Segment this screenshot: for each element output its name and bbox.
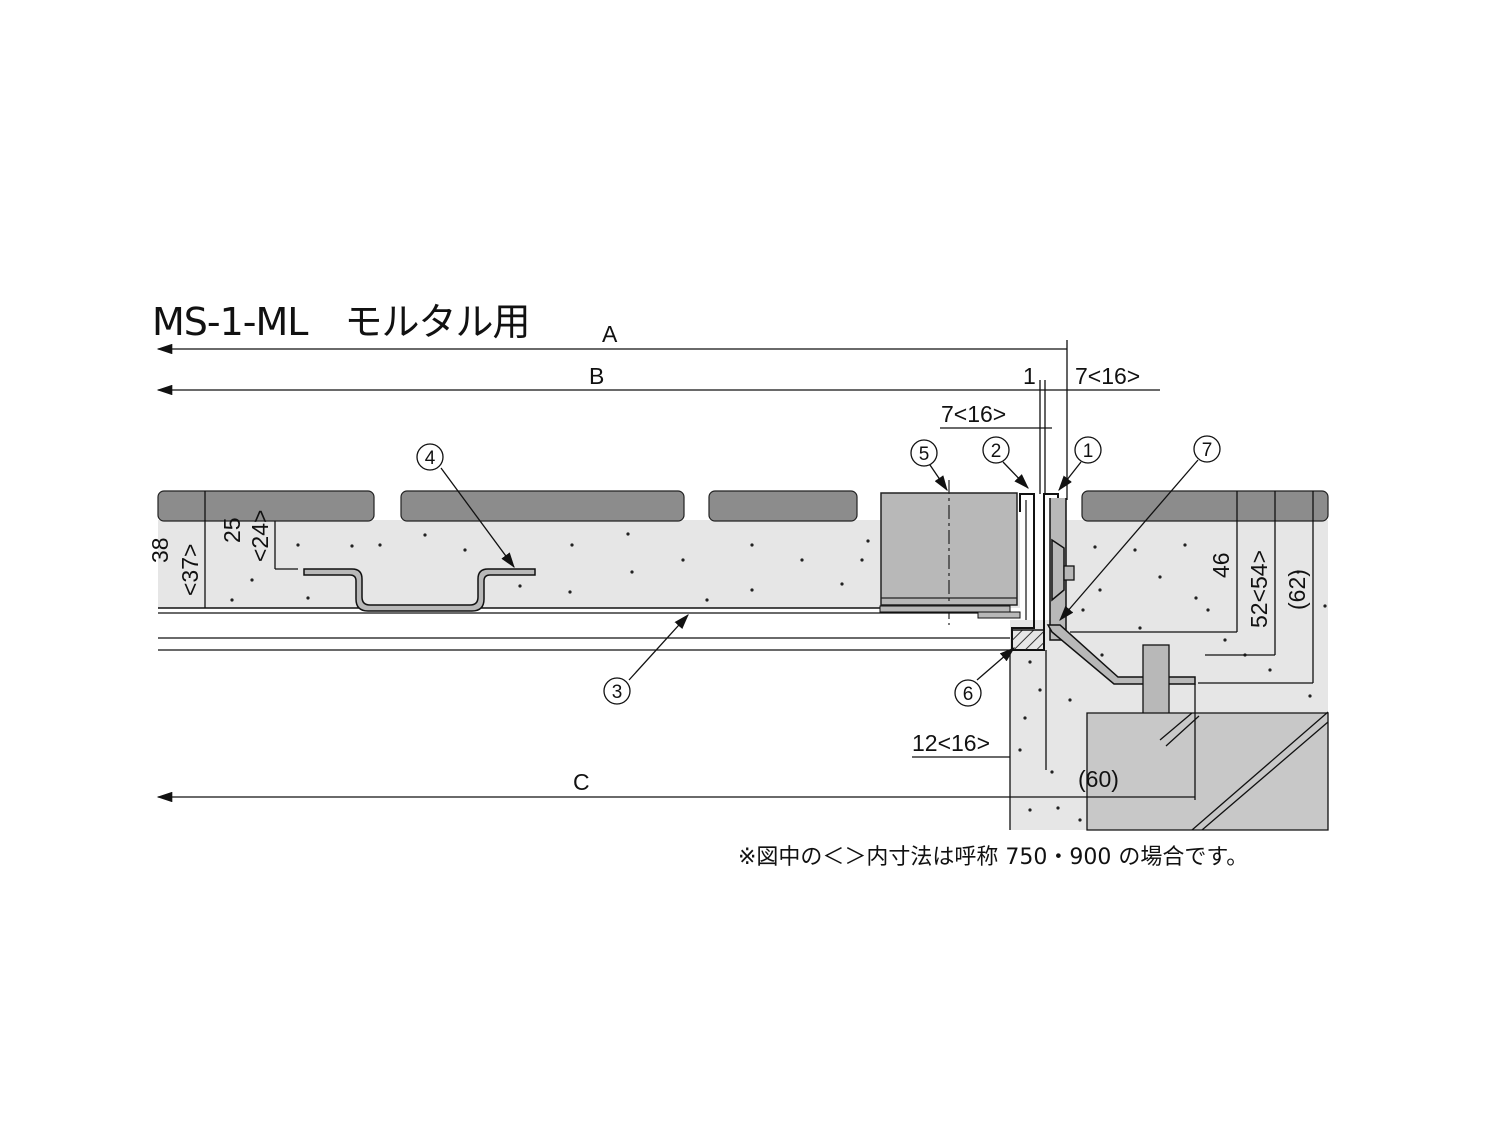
- dim-top-right: 7<16>: [1075, 363, 1140, 389]
- callout-5: 5: [910, 439, 938, 467]
- dim-top-mid: 7<16>: [941, 401, 1006, 427]
- dim-left-38: 38: [147, 537, 173, 563]
- floor-tiles: [157, 490, 1329, 522]
- callout-3: 3: [603, 677, 631, 705]
- callout-4-label: 4: [425, 448, 436, 469]
- base-panel-lines: [158, 605, 1011, 651]
- callout-1: 1: [1074, 436, 1102, 464]
- anchor-strap: [303, 568, 536, 612]
- callout-2-label: 2: [991, 441, 1002, 462]
- callout-1-label: 1: [1083, 441, 1094, 462]
- dim-right-52: 52<54>: [1246, 550, 1272, 628]
- callout-7: 7: [1193, 435, 1221, 463]
- structural-slab: [1086, 711, 1329, 831]
- dim-left-25: 25: [219, 517, 245, 543]
- dimension-lines: [156, 340, 1314, 830]
- support-bracket: [1046, 538, 1196, 685]
- concrete-speckles: [230, 532, 1327, 822]
- callout-6-label: 6: [963, 684, 974, 705]
- callout-2: 2: [982, 436, 1010, 464]
- callout-4: 4: [416, 443, 444, 471]
- callout-3-label: 3: [612, 682, 623, 703]
- dim-label-b: B: [589, 363, 604, 389]
- callout-6: 6: [954, 679, 982, 707]
- callout-7-label: 7: [1202, 440, 1213, 461]
- cover-plate-block: [880, 480, 1018, 625]
- left-mortar-slab: [158, 520, 1020, 609]
- dim-right-62: (62): [1284, 569, 1310, 610]
- dim-bottom-12: 12<16>: [912, 730, 990, 756]
- dim-right-46: 46: [1208, 552, 1234, 578]
- dim-left-24: <24>: [247, 510, 273, 562]
- footnote: ※図中の＜＞内寸法は呼称 750・900 の場合です。: [738, 845, 1248, 870]
- callout-5-label: 5: [919, 444, 930, 465]
- diagram-title: MS-1-ML モルタル用: [152, 300, 529, 344]
- dim-label-a: A: [602, 321, 618, 347]
- dim-label-c: C: [573, 769, 590, 795]
- dim-bottom-60: (60): [1078, 766, 1119, 792]
- dim-gap-1: 1: [1023, 363, 1036, 389]
- dim-left-37: <37>: [177, 544, 203, 596]
